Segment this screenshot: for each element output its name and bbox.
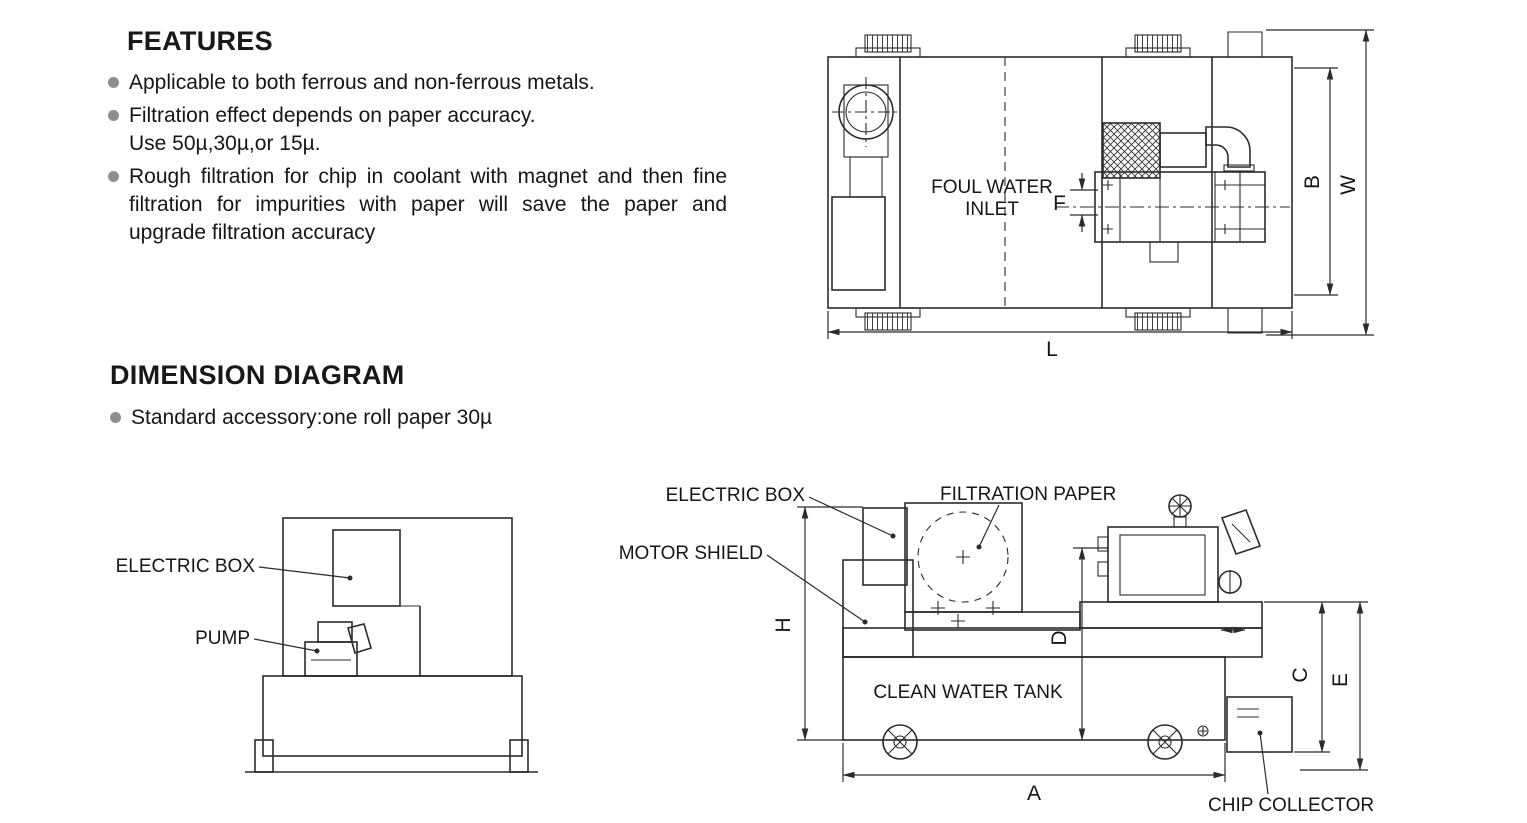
bullet-dot: [108, 171, 119, 182]
dimension-h: H: [772, 506, 863, 741]
bullet-dot: [108, 77, 119, 88]
clean-water-tank-shape: CLEAN WATER TANK: [842, 656, 1226, 741]
filtration-paper-callout: FILTRATION PAPER: [940, 484, 1116, 550]
dim-w-label: W: [1337, 175, 1360, 195]
chip-collector-shape: [1226, 696, 1293, 753]
dim-f-label: F: [1053, 192, 1066, 215]
pump-unit-outline: [245, 517, 538, 773]
conveyor-rollers: [855, 31, 1263, 334]
feature-item: Applicable to both ferrous and non-ferro…: [108, 69, 733, 97]
dimension-f: F: [1053, 173, 1098, 232]
chip-collector-label: CHIP COLLECTOR: [1208, 795, 1374, 816]
wheels: [882, 724, 1209, 760]
wheel-icon: [1147, 724, 1183, 760]
dimension-diagram-section: DIMENSION DIAGRAM Standard accessory:one…: [110, 360, 735, 437]
electric-box-callout: ELECTRIC BOX: [116, 556, 353, 581]
feature-text: Filtration effect depends on paper accur…: [129, 104, 536, 127]
dimension-d: D: [1048, 547, 1108, 741]
filtration-paper-housing: [904, 502, 1023, 615]
dim-l-label: L: [1046, 338, 1058, 361]
pump-side-view-drawing: ELECTRIC BOX PUMP: [116, 517, 538, 773]
feature-text: Applicable to both ferrous and non-ferro…: [129, 71, 595, 94]
motor-shield-callout: MOTOR SHIELD: [619, 543, 868, 625]
features-list: Applicable to both ferrous and non-ferro…: [108, 69, 733, 247]
inlet-pipe: [831, 77, 900, 291]
dimension-diagram-title: DIMENSION DIAGRAM: [110, 360, 405, 390]
dim-b-label: B: [1301, 175, 1324, 189]
accessory-item: Standard accessory:one roll paper 30µ: [110, 404, 735, 432]
feature-item: Rough filtration for chip in coolant wit…: [108, 163, 733, 247]
dimension-b: B: [1294, 67, 1338, 296]
clean-water-tank-label: CLEAN WATER TANK: [873, 682, 1063, 703]
dimension-l: L: [827, 311, 1293, 361]
deck: [842, 601, 1263, 658]
accessory-text: Standard accessory:one roll paper 30µ: [131, 406, 493, 429]
chute-shape: [1220, 509, 1262, 555]
electric-box-callout: ELECTRIC BOX: [666, 485, 896, 539]
pump-shape: [304, 621, 372, 677]
wheel-icon: [882, 724, 918, 760]
feature-item: Filtration effect depends on paper accur…: [108, 102, 733, 158]
motor-shield-shape: [842, 559, 914, 658]
motor-shield-label: MOTOR SHIELD: [619, 543, 763, 564]
pump-callout: PUMP: [195, 628, 320, 654]
filtration-paper-label: FILTRATION PAPER: [940, 484, 1116, 505]
bullet-dot: [108, 110, 119, 121]
dim-d-label: D: [1048, 630, 1071, 645]
dimension-side-view-drawing: CLEAN WATER TANK ELECTRIC BOX FILTRATION…: [619, 484, 1374, 816]
dim-e-label: E: [1329, 673, 1352, 687]
chip-collector-callout: CHIP COLLECTOR: [1208, 730, 1374, 816]
leader-dot: [890, 533, 896, 539]
pump-assembly-top-view: [1055, 122, 1290, 263]
leader-dot: [347, 575, 353, 581]
dim-c-label: C: [1289, 667, 1312, 682]
pump-label: PUMP: [195, 628, 250, 649]
motor-assembly: [1097, 494, 1262, 634]
features-title: FEATURES: [127, 26, 273, 56]
dim-h-label: H: [772, 617, 795, 632]
leader-dot: [862, 619, 868, 625]
features-section: FEATURES Applicable to both ferrous and …: [108, 26, 733, 252]
feature-text: Rough filtration for chip in coolant wit…: [129, 165, 727, 244]
leader-dot: [314, 648, 320, 654]
dimension-e: E: [1300, 601, 1368, 771]
leader-dot: [1257, 730, 1263, 736]
dimension-diagram-list: Standard accessory:one roll paper 30µ: [110, 404, 735, 432]
bullet-dot: [110, 412, 121, 423]
dim-a-label: A: [1027, 782, 1041, 805]
dimension-c: C: [1264, 601, 1368, 753]
feature-text: Use 50µ,30µ,or 15µ.: [129, 132, 321, 155]
leader-dot: [976, 544, 982, 550]
dimension-w: W: [1266, 29, 1374, 336]
electric-box-label: ELECTRIC BOX: [116, 556, 256, 577]
top-view-drawing: FOUL WATER INLET F B W: [827, 29, 1374, 361]
electric-box-label: ELECTRIC BOX: [666, 485, 806, 506]
foul-water-inlet-label: FOUL WATER INLET: [931, 177, 1053, 220]
foul-water-label-line2: INLET: [965, 199, 1019, 220]
machine-body-top-view: [827, 56, 1293, 309]
dimension-a: A: [842, 743, 1226, 805]
electric-box-shape: [862, 507, 908, 586]
foul-water-label-line1: FOUL WATER: [931, 177, 1053, 198]
